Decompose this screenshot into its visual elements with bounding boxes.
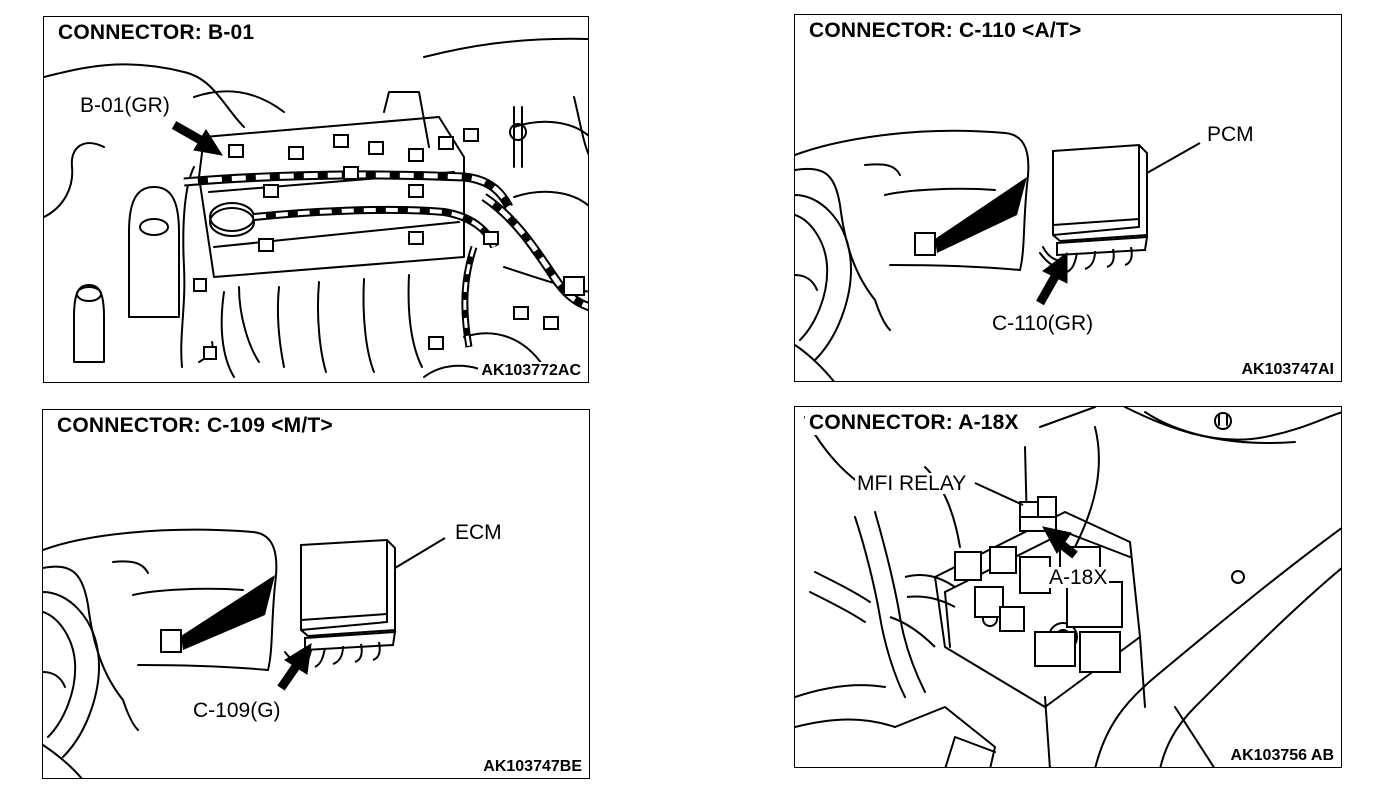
ecm-label: ECM	[453, 521, 504, 544]
callout-label: B-01(GR)	[78, 94, 172, 117]
dashboard-ecm-illustration	[43, 528, 446, 778]
figure-code: AK103747BE	[480, 758, 585, 776]
panel-connector-b01: CONNECTOR: B-01 B-01(GR) AK103772AC	[43, 16, 589, 383]
figure-code: AK103756 AB	[1227, 747, 1337, 765]
panel-title: CONNECTOR: C-110 <A/T>	[805, 19, 1086, 43]
panel-connector-c109: CONNECTOR: C-109 <M/T> ECM C-109(G) AK10…	[42, 409, 590, 779]
callout-label: C-110(GR)	[990, 312, 1096, 335]
dashboard-pcm-illustration	[795, 129, 1201, 381]
relay-box-illustration	[795, 407, 1341, 767]
panel-connector-c110: CONNECTOR: C-110 <A/T> PCM C-110(GR) AK1…	[794, 14, 1342, 382]
pcm-label: PCM	[1205, 123, 1256, 146]
callout-label: A-18X	[1047, 566, 1110, 589]
engine-bay-illustration	[44, 37, 588, 378]
panel-title: CONNECTOR: A-18X	[805, 411, 1023, 435]
panel-connector-a18x: CONNECTOR: A-18X MFI RELAY A-18X AK10375…	[794, 406, 1342, 768]
panel-title: CONNECTOR: C-109 <M/T>	[53, 414, 337, 438]
figure-code: AK103747AI	[1238, 361, 1337, 379]
panel-title: CONNECTOR: B-01	[54, 21, 259, 45]
figure-code: AK103772AC	[478, 362, 584, 380]
mfi-relay-label: MFI RELAY	[855, 472, 969, 495]
callout-label: C-109(G)	[191, 699, 283, 722]
